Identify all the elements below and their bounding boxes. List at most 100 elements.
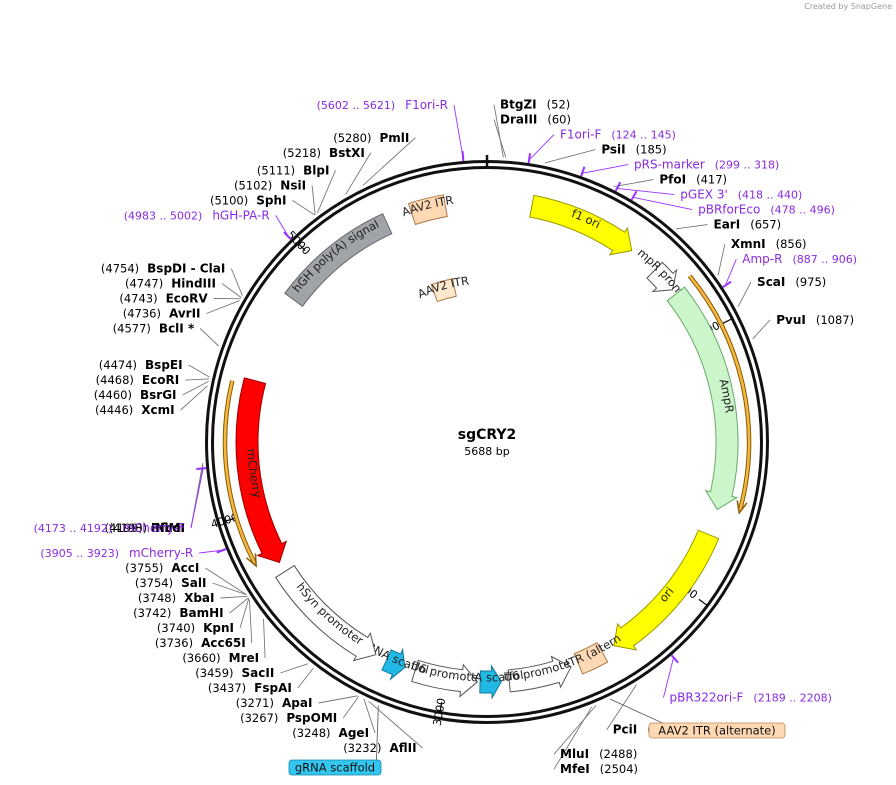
feature-hsyn-promoter[interactable] — [274, 564, 377, 662]
site-leader — [544, 149, 596, 164]
feature-hgh-poly-a-signal[interactable] — [284, 213, 393, 308]
site-label-pspomi[interactable]: (3267)PspOMI — [240, 711, 337, 725]
site-leader — [212, 582, 247, 596]
tick-mark — [297, 242, 306, 252]
site-label-sali[interactable]: (3754)SalI — [135, 576, 207, 590]
site-label-pfoi[interactable]: PfoI(417) — [659, 173, 727, 187]
primer-labels: (5602 .. 5621)F1ori-R F1ori-F(124 .. 145)… — [34, 98, 857, 704]
site-label-bspdi-clai[interactable]: (4754)BspDI - ClaI — [101, 261, 225, 275]
site-label-sacii[interactable]: (3459)SacII — [195, 666, 274, 680]
site-label-pvui[interactable]: PvuI(1087) — [776, 313, 854, 327]
site-label-sphi[interactable]: (5100)SphI — [210, 193, 287, 207]
site-label-scai[interactable]: ScaI(975) — [757, 275, 826, 289]
site-label-btgzi[interactable]: BtgZI(52) — [500, 98, 570, 112]
primer-site-mark — [630, 190, 638, 201]
site-label-ncoi[interactable]: (4193)NcoI — [109, 521, 185, 535]
primer-site-mark — [196, 467, 207, 471]
site-label-aflii[interactable]: (3232)AflII — [343, 741, 416, 755]
primer-label-amp-r[interactable]: Amp-R(887 .. 906) — [742, 252, 857, 266]
site-label-bamhi[interactable]: (3742)BamHI — [133, 606, 224, 620]
site-label-nsii[interactable]: (5102)NsiI — [234, 178, 306, 192]
primer-leader — [724, 259, 737, 286]
site-leader — [553, 704, 597, 755]
primer-label-f1ori-f[interactable]: F1ori-F(124 .. 145) — [560, 128, 676, 142]
site-label-acci[interactable]: (3755)AccI — [125, 561, 199, 575]
callout-box-grna-scaffold[interactable] — [288, 759, 382, 776]
site-leader — [362, 137, 416, 186]
site-label-ecori[interactable]: (4468)EcoRI — [96, 373, 180, 387]
tick-mark — [224, 517, 235, 522]
primer-label-prs-marker[interactable]: pRS-marker(299 .. 318) — [634, 158, 779, 172]
primer-leader — [199, 549, 224, 554]
site-label-apai[interactable]: (3271)ApaI — [236, 696, 313, 710]
site-leader — [342, 696, 359, 719]
site-leader — [221, 283, 242, 298]
site-leader — [292, 199, 315, 216]
site-label-bstxi[interactable]: (5218)BstXI — [283, 146, 365, 160]
site-leader — [737, 281, 752, 308]
site-label-xcmi[interactable]: (4446)XcmI — [95, 403, 175, 417]
site-label-psii[interactable]: PsiI(185) — [601, 143, 666, 157]
site-label-kpni[interactable]: (3740)KpnI — [157, 621, 234, 635]
primer-label-mcherry-r[interactable]: (3905 .. 3923)mCherry-R — [40, 546, 193, 560]
primer-label-mcherry-f[interactable]: (4173 .. 4192)mCherry-F — [34, 521, 185, 535]
site-label-blpi[interactable]: (5111)BlpI — [257, 163, 330, 177]
tick-mark — [722, 318, 733, 324]
site-label-mfei[interactable]: MfeI(2504) — [560, 762, 638, 776]
site-label-eari[interactable]: EarI(657) — [714, 218, 782, 232]
feature-f1-ori[interactable] — [529, 194, 633, 256]
site-leader — [613, 179, 654, 188]
primer-site-mark — [527, 153, 532, 164]
site-label-xmni[interactable]: XmnI(856) — [731, 237, 807, 251]
callout-box-aav2-itr-alternate[interactable] — [648, 722, 786, 739]
feature-mcherry[interactable] — [235, 377, 288, 564]
site-label-mlui[interactable]: MluI(2488) — [560, 747, 637, 761]
primer-site-mark — [670, 654, 679, 664]
primer-label-pgex-3[interactable]: pGEX 3'(418 .. 440) — [680, 188, 802, 202]
site-label-pmli[interactable]: (5280)PmlI — [333, 131, 409, 145]
site-label-bcli[interactable]: (4577)BclI * — [113, 321, 195, 335]
site-leader — [230, 268, 243, 296]
site-leader — [311, 185, 316, 215]
feature-aav2-itr[interactable] — [430, 277, 457, 303]
feature-aav2-itr[interactable] — [407, 194, 448, 226]
feature-u6-promoter[interactable] — [411, 659, 479, 698]
site-label-agei[interactable]: (3248)AgeI — [292, 726, 369, 740]
tick-mark — [698, 598, 708, 606]
site-label-acc65i[interactable]: (3736)Acc65I — [155, 636, 246, 650]
site-label-fspai[interactable]: (3437)FspAI — [208, 681, 292, 695]
site-label-draiii[interactable]: DraIII(60) — [500, 113, 571, 127]
site-label-avrii[interactable]: (4736)AvrII — [123, 306, 201, 320]
feature-u6-promoter[interactable] — [507, 655, 572, 693]
site-label-ecorv[interactable]: (4743)EcoRV — [119, 291, 208, 305]
primer-label-hgh-pa-r[interactable]: (4983 .. 5002)hGH-PA-R — [124, 208, 270, 222]
site-label-xbai[interactable]: (3748)XbaI — [138, 591, 215, 605]
tick-label: 3000 — [431, 697, 449, 727]
primer-label-f1ori-r[interactable]: (5602 .. 5621)F1ori-R — [317, 98, 448, 112]
feature-grna-scaffold[interactable] — [381, 647, 406, 681]
restriction-site-labels: BtgZI(52)DraIII(60) PsiI(185) PfoI(417) Ear… — [94, 98, 854, 777]
primer-label-pbr322ori-f[interactable]: pBR322ori-F(2189 .. 2208) — [669, 691, 832, 705]
primer-leader — [617, 187, 675, 196]
site-label-pflmi[interactable]: (4199)PflMI — [105, 521, 185, 535]
feature-ampr[interactable] — [666, 286, 739, 511]
site-leader — [182, 380, 209, 396]
site-leader — [368, 700, 423, 749]
primer-site-mark — [461, 150, 465, 162]
site-leader — [229, 597, 249, 614]
primer-label-pbrforeco[interactable]: pBRforEco(478 .. 496) — [698, 203, 835, 217]
feature-ori[interactable] — [613, 529, 720, 651]
site-label-bsrgi[interactable]: (4460)BsrGI — [94, 388, 177, 402]
site-label-bspei[interactable]: (4474)BspEI — [99, 358, 183, 372]
site-label-mrei[interactable]: (3660)MreI — [182, 651, 259, 665]
feature-aav2-itr-alternate[interactable] — [573, 642, 609, 675]
feature-grna-scaffold[interactable] — [479, 664, 502, 700]
orf-arrow-inner — [223, 380, 256, 564]
site-leader — [297, 667, 314, 689]
feature-ampr-promoter[interactable] — [646, 261, 678, 293]
site-label-hindiii[interactable]: (4747)HindIII — [125, 276, 216, 290]
primer-leader — [190, 468, 204, 529]
plasmid-name: sgCRY2 — [458, 427, 517, 443]
site-leader — [220, 595, 248, 599]
